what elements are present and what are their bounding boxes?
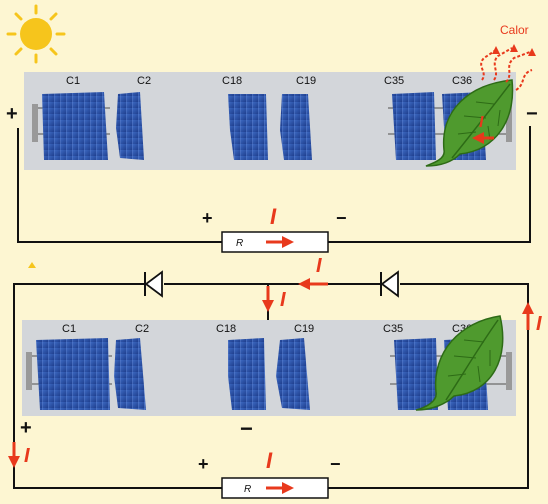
top-plus-terminal: + xyxy=(6,103,18,125)
bottom-current-label-mid: I xyxy=(280,289,286,311)
bottom-circuit: C1 C2 C18 C19 C35 C36 I I I xyxy=(8,255,542,499)
bottom-current-label: I xyxy=(266,448,273,473)
bottom-load-minus: − xyxy=(330,454,341,474)
top-current-label: I xyxy=(270,204,277,229)
top-cell-label: C36 xyxy=(452,75,472,87)
top-cell-c18 xyxy=(228,94,268,160)
bottom-wire-left xyxy=(13,283,146,468)
bottom-cell-label: C35 xyxy=(383,323,403,335)
bottom-current-arrow-up xyxy=(522,302,534,330)
diode-icon xyxy=(380,270,399,298)
bottom-cell-c2 xyxy=(114,338,146,410)
top-cell-label: C35 xyxy=(384,75,404,87)
top-load-label: R xyxy=(236,238,243,249)
bottom-cell-label: C18 xyxy=(216,323,236,335)
top-load-minus: − xyxy=(336,208,347,228)
bottom-wire-bottom xyxy=(13,468,222,489)
top-cell-label: C1 xyxy=(66,75,80,87)
top-wire-right xyxy=(328,126,531,243)
top-cell-c19 xyxy=(280,94,312,160)
bottom-current-label-right: I xyxy=(536,313,542,335)
top-load-current-arrow xyxy=(266,236,294,248)
diode-icon xyxy=(144,270,163,298)
top-cell-label: C2 xyxy=(137,75,151,87)
bottom-load-current-arrow xyxy=(266,482,294,494)
bottom-cell-label: C1 xyxy=(62,323,76,335)
top-minus-terminal: − xyxy=(526,103,538,125)
top-internal-current-label: I xyxy=(479,114,484,131)
top-cell-label: C19 xyxy=(296,75,316,87)
bottom-cell-label: C19 xyxy=(294,323,314,335)
bottom-cell-c19 xyxy=(276,338,310,410)
heat-label: Calor xyxy=(500,23,529,37)
top-internal-current-arrow xyxy=(472,132,494,144)
bottom-plus-terminal: + xyxy=(20,417,32,439)
top-load-plus: + xyxy=(202,208,213,228)
heat-waves-icon xyxy=(480,47,533,91)
bottom-current-arrow-left xyxy=(8,442,20,468)
bottom-current-label-left: I xyxy=(24,445,30,467)
bottom-load-label: R xyxy=(244,484,251,495)
bottom-load-plus: + xyxy=(198,454,209,474)
top-cell-c2 xyxy=(116,92,144,160)
bottom-minus-terminal: − xyxy=(240,416,253,441)
bottom-wire-right xyxy=(328,283,529,489)
leaf-icon xyxy=(415,315,504,411)
sun-icon xyxy=(6,4,66,64)
top-circuit: C1 C2 C18 C19 C35 C36 I Calor + xyxy=(6,23,538,253)
bottom-cell-c18 xyxy=(228,338,266,410)
bottom-current-arrow-top xyxy=(298,278,328,290)
bottom-cell-label: C2 xyxy=(135,323,149,335)
bottom-current-arrow-down xyxy=(262,286,274,312)
top-cell-label: C18 xyxy=(222,75,242,87)
marker-icon xyxy=(28,262,36,268)
bottom-cell-c1 xyxy=(36,338,110,410)
top-cell-c1 xyxy=(42,92,108,160)
bottom-cell-c35 xyxy=(394,338,438,410)
top-wire-left xyxy=(17,128,222,243)
bottom-current-label-top: I xyxy=(316,255,322,277)
top-cell-c35 xyxy=(392,92,436,160)
